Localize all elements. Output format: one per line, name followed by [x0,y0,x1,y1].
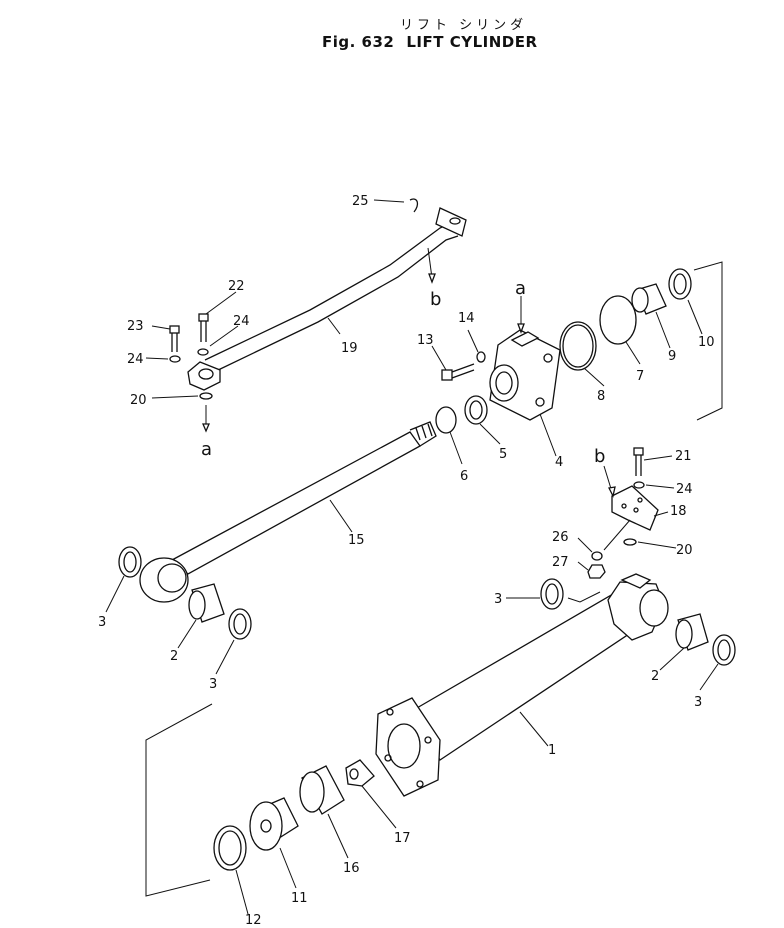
callout-5: 5 [499,447,507,462]
figure-name: LIFT CYLINDER [406,33,538,51]
head-4 [489,296,561,421]
callout-24-a: 24 [233,314,250,329]
washer-24-c [633,481,645,489]
dust-seal-3-a [118,546,142,578]
callout-18: 18 [670,504,687,519]
callout-23: 23 [127,319,144,334]
callout-20-b: 20 [676,543,693,558]
callout-26: 26 [552,530,569,545]
callout-16: 16 [343,861,360,876]
callout-3-a: 3 [98,615,106,630]
bolt-22 [198,313,209,342]
callout-3-d: 3 [694,695,702,710]
nut-27 [587,564,606,579]
dust-seal-3-b [228,608,252,640]
callout-21: 21 [675,449,692,464]
connector-b-lower: b [594,446,605,467]
washer-24-a [197,348,209,356]
callout-6: 6 [460,469,468,484]
backup-ring-9 [599,295,637,345]
leader-lines [105,199,719,915]
callout-24-b: 24 [127,352,144,367]
callout-17: 17 [394,831,411,846]
o-ring-10 [559,321,597,371]
dust-seal-8 [668,268,692,300]
title-japanese: リフト シリンダ [400,18,528,33]
pipe-19 [187,198,467,391]
callout-1: 1 [548,743,556,758]
ring-6 [435,406,457,434]
dust-seal-3-d [712,634,736,666]
washer-26 [591,551,603,561]
callout-14: 11 [291,891,308,906]
connector-a-lower: a [201,439,212,460]
figure-title: Fig. 632 LIFT CYLINDER [322,33,550,51]
callout-19: 19 [341,341,358,356]
connector-a-upper: a [515,278,526,299]
callout-20-a: 20 [130,393,147,408]
callout-24-c: 24 [676,482,693,497]
callout-22: 22 [228,279,245,294]
callout-3-b: 3 [209,677,217,692]
callout-27: 27 [552,555,569,570]
callout-3-c: 3 [494,592,502,607]
washer-12 [476,351,486,363]
bolt-23 [169,325,180,352]
callout-15: 12 [245,913,262,928]
callout-7: 9 [668,349,676,364]
piston-rod-13 [139,421,437,603]
dust-seal-3-c [540,578,564,610]
washer-24-b [169,355,181,363]
bolt-21 [633,447,644,476]
callout-9: 7 [636,369,644,384]
callout-4: 4 [555,455,563,470]
callout-13: 15 [348,533,365,548]
callout-12: 14 [458,311,475,326]
bracket-18 [603,465,659,531]
figure-number: Fig. 632 [322,33,395,51]
callout-labels: 25 19 22 23 24 24 20 13 14 4 5 6 8 7 9 1… [98,194,715,928]
bolt-11 [441,363,475,381]
callout-10: 8 [597,389,605,404]
seal-5 [464,395,488,425]
callout-8: 10 [698,335,715,350]
o-ring-20-b [623,538,637,546]
cylinder-tube-1 [375,573,669,797]
callout-11: 13 [417,333,434,348]
connector-b-upper: b [430,289,441,310]
callout-25: 25 [352,194,369,209]
o-ring-20-a [199,392,213,400]
callout-2-b: 2 [651,669,659,684]
callout-2-a: 2 [170,649,178,664]
